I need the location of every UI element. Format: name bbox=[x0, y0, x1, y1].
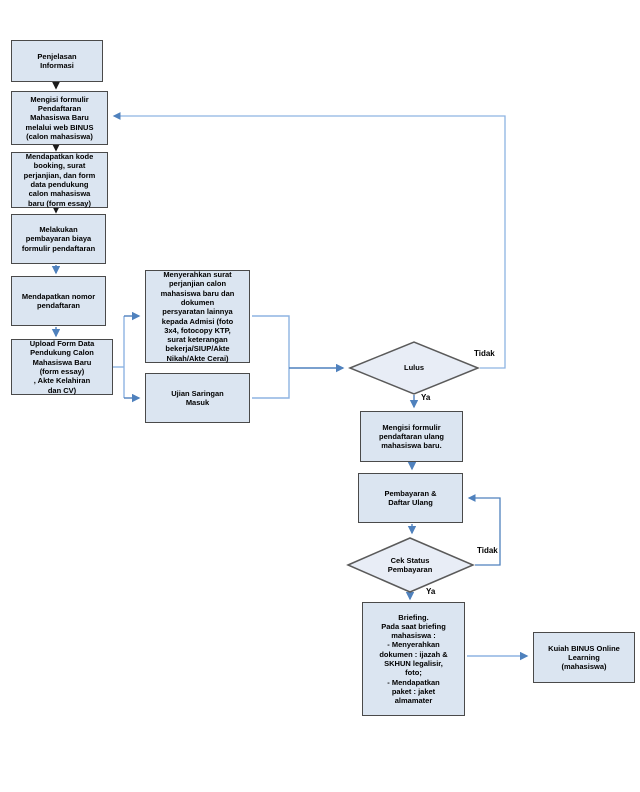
edge-cek-tidak-loop bbox=[467, 494, 501, 566]
node-kuliah-binus-online: Kuiah BINUS Online Learning (mahasiswa) bbox=[533, 632, 635, 683]
edge-label-cek-ya: Ya bbox=[426, 587, 436, 596]
edge-lulus-tidak-feedback bbox=[112, 112, 506, 369]
node-ujian-saringan-masuk: Ujian Saringan Masuk bbox=[145, 373, 250, 423]
node-melakukan-pembayaran: Melakukan pembayaran biaya formulir pend… bbox=[11, 214, 106, 264]
node-mengisi-formulir-ulang: Mengisi formulir pendaftaran ulang mahas… bbox=[360, 411, 463, 462]
decision-cek-status-label: Cek Status Pembayaran bbox=[387, 556, 433, 575]
edge-label-lulus-tidak: Tidak bbox=[474, 349, 495, 358]
edge-menyerahkan-to-merge bbox=[252, 315, 290, 368]
node-pembayaran-daftar-ulang: Pembayaran & Daftar Ulang bbox=[358, 473, 463, 523]
edge-ujian-to-merge bbox=[252, 368, 290, 399]
node-menyerahkan-surat: Menyerahkan surat perjanjian calon mahas… bbox=[145, 270, 250, 363]
node-briefing: Briefing. Pada saat briefing mahasiswa :… bbox=[362, 602, 465, 716]
node-mendapatkan-kode-booking: Mendapatkan kode booking, surat perjanji… bbox=[11, 152, 108, 208]
node-mengisi-formulir-web: Mengisi formulir Pendaftaran Mahasiswa B… bbox=[11, 91, 108, 145]
decision-lulus-label: Lulus bbox=[404, 363, 424, 372]
node-penjelasan-informasi: Penjelasan Informasi bbox=[11, 40, 103, 82]
node-mendapatkan-nomor: Mendapatkan nomor pendaftaran bbox=[11, 276, 106, 326]
decision-lulus-shape bbox=[348, 341, 480, 395]
node-upload-form-data: Upload Form Data Pendukung Calon Mahasis… bbox=[11, 339, 113, 395]
edge-label-cek-tidak: Tidak bbox=[477, 546, 498, 555]
edge-label-lulus-ya: Ya bbox=[421, 393, 431, 402]
decision-cek-status-shape bbox=[346, 537, 475, 593]
